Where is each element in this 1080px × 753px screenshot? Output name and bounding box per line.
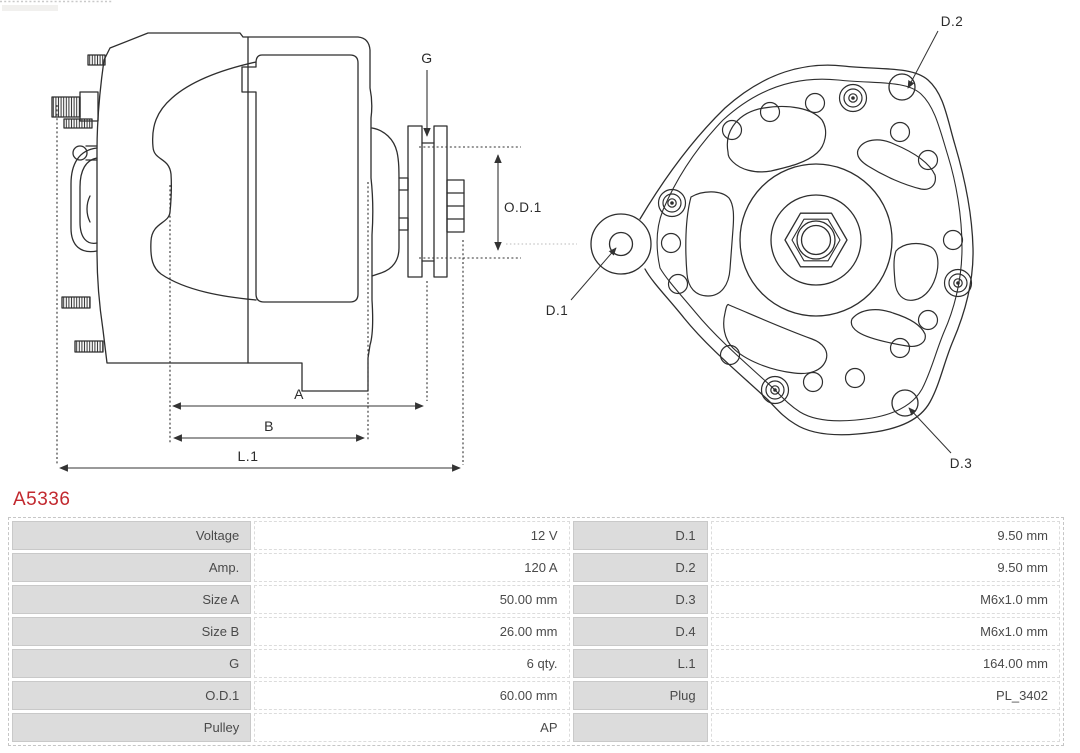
- spec-value: M6x1.0 mm: [710, 585, 1060, 614]
- spec-value: 164.00 mm: [710, 649, 1060, 678]
- dim-label-a: A: [294, 386, 304, 402]
- spec-value: 120 A: [254, 553, 570, 582]
- end-view-drawing: [590, 64, 974, 436]
- spec-label: L.1: [572, 649, 708, 678]
- spec-value: 26.00 mm: [254, 617, 570, 646]
- pulley-groove-lines: [421, 142, 435, 262]
- spec-label: Size B: [12, 617, 252, 646]
- dim-label-d1: D.1: [546, 303, 569, 318]
- hub-face-circle: [770, 194, 862, 286]
- spec-label: D.4: [572, 617, 708, 646]
- shaft-tip-circle: [800, 224, 832, 256]
- shaft-thread-lines: [446, 192, 465, 220]
- end-view-leaders: [570, 30, 952, 454]
- mounting-studs: [51, 54, 106, 353]
- dim-label-od1: O.D.1: [504, 200, 542, 215]
- shaft-collar-circle: [796, 220, 836, 260]
- dim-label-b: B: [264, 418, 274, 434]
- mounting-ear-d1: [590, 213, 652, 275]
- spec-value: PL_3402: [710, 681, 1060, 710]
- spec-label: Pulley: [12, 713, 252, 742]
- table-row: G 6 qty. L.1 164.00 mm: [12, 649, 1060, 678]
- center-hub: [739, 163, 893, 317]
- table-row: Pulley AP: [12, 713, 1060, 742]
- stator-block: [241, 54, 359, 303]
- d1-leader-line: [570, 247, 617, 301]
- spec-table: Voltage 12 V D.1 9.50 mm Amp. 120 A D.2 …: [8, 517, 1064, 746]
- perimeter-holes: [660, 92, 964, 393]
- spec-value: 12 V: [254, 521, 570, 550]
- dim-label-d3: D.3: [950, 456, 973, 471]
- spec-label: D.1: [572, 521, 708, 550]
- fan-cutouts: [685, 105, 939, 375]
- dim-label-d2: D.2: [941, 14, 964, 29]
- spec-label: O.D.1: [12, 681, 252, 710]
- spec-value: 60.00 mm: [254, 681, 570, 710]
- dim-label-l1: L.1: [238, 448, 259, 464]
- part-number: A5336: [13, 489, 71, 510]
- spec-label: D.2: [572, 553, 708, 582]
- front-bearing-boss: [371, 127, 400, 277]
- pulley-front-flange: [433, 125, 448, 278]
- table-row: O.D.1 60.00 mm Plug PL_3402: [12, 681, 1060, 710]
- spec-value: M6x1.0 mm: [710, 617, 1060, 646]
- spec-value: 6 qty.: [254, 649, 570, 678]
- pulley-rear-flange: [407, 125, 423, 278]
- table-row: Size B 26.00 mm D.4 M6x1.0 mm: [12, 617, 1060, 646]
- spec-label: Size A: [12, 585, 252, 614]
- spec-label: Voltage: [12, 521, 252, 550]
- spec-value: 9.50 mm: [710, 521, 1060, 550]
- spec-value: 9.50 mm: [710, 553, 1060, 582]
- dim-label-g: G: [421, 50, 432, 66]
- rotor-circle: [739, 163, 893, 317]
- table-row: Amp. 120 A D.2 9.50 mm: [12, 553, 1060, 582]
- end-body-inner-contour: [656, 78, 963, 422]
- shaft-nut-hex-chamfer: [791, 218, 841, 262]
- d3-leader-line: [908, 407, 952, 454]
- spec-label: Plug: [572, 681, 708, 710]
- extension-lines: [56, 105, 521, 465]
- d2-leader-line: [907, 30, 939, 89]
- rotor-profile-curve: [150, 61, 257, 301]
- boss-step-tabs: [398, 177, 409, 231]
- end-body-outline: [639, 64, 974, 436]
- technical-drawing: G O.D.1 A B L.1: [0, 0, 974, 472]
- shaft-nut-hex: [784, 212, 848, 268]
- table-row: Size A 50.00 mm D.3 M6x1.0 mm: [12, 585, 1060, 614]
- spec-label: G: [12, 649, 252, 678]
- spec-label: D.3: [572, 585, 708, 614]
- spec-value: [710, 713, 1060, 742]
- through-bolts: [657, 83, 973, 405]
- mounting-hole-d2: [888, 73, 916, 101]
- alternator-body-outline: [96, 32, 374, 392]
- mounting-hole-d3: [891, 389, 919, 417]
- spec-label: Amp.: [12, 553, 252, 582]
- spec-label: [572, 713, 708, 742]
- spec-value: AP: [254, 713, 570, 742]
- table-row: Voltage 12 V D.1 9.50 mm: [12, 521, 1060, 550]
- side-view-dimensions: [56, 70, 577, 472]
- watermark-fragment: [0, 0, 113, 11]
- connector-housing: [70, 147, 98, 253]
- side-view-drawing: [51, 32, 465, 392]
- spec-value: 50.00 mm: [254, 585, 570, 614]
